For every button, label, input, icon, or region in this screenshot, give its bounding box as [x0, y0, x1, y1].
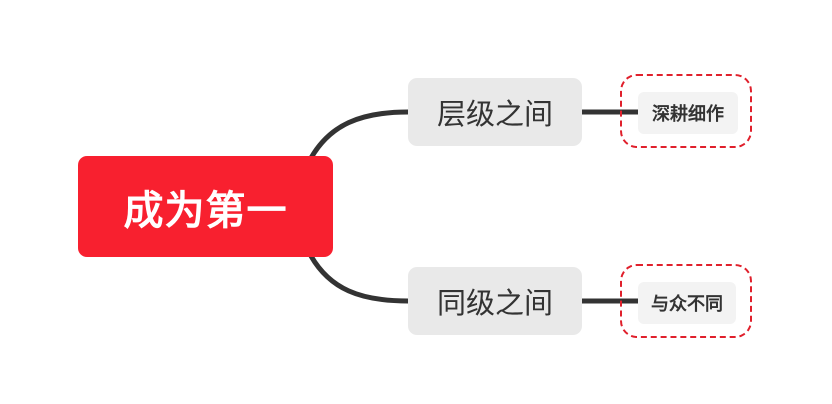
connector-root-to-branch-bottom [308, 253, 411, 304]
subtopic-deep-cultivation[interactable]: 深耕细作 [638, 92, 738, 134]
branch-topic-hierarchical[interactable]: 层级之间 [408, 78, 582, 146]
branch-topic-label: 层级之间 [436, 97, 553, 131]
subtopic-label: 与众不同 [651, 294, 723, 315]
subtopic-label: 深耕细作 [652, 104, 724, 125]
connector-root-to-branch-top [308, 109, 411, 161]
root-topic[interactable]: 成为第一 [78, 156, 333, 257]
branch-topic-peer[interactable]: 同级之间 [408, 267, 582, 335]
subtopic-be-different[interactable]: 与众不同 [638, 282, 736, 324]
branch-topic-label: 同级之间 [436, 286, 553, 320]
root-topic-label: 成为第一 [123, 187, 288, 234]
leaf-boundary-frame [620, 74, 752, 148]
leaf-boundary-frame [620, 264, 752, 338]
